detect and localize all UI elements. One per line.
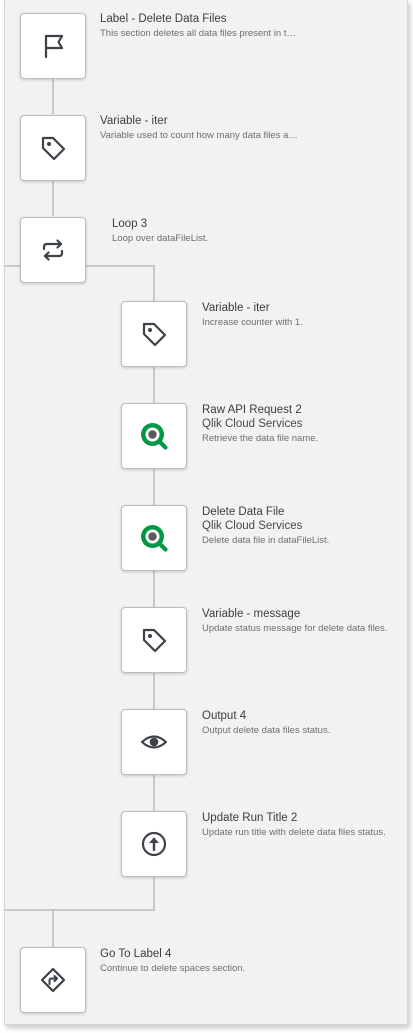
connector-line — [52, 78, 54, 114]
block-title: Variable - iter — [202, 302, 270, 314]
connector-line — [153, 673, 155, 709]
variable-block[interactable] — [121, 607, 187, 673]
label-block[interactable] — [20, 13, 86, 79]
update-run-title-block[interactable] — [121, 811, 187, 877]
block-title: Output 4 — [202, 710, 247, 722]
loop-icon — [38, 235, 68, 265]
block-title: Variable - message — [202, 608, 301, 620]
connector-line — [153, 571, 155, 607]
connector-line — [153, 469, 155, 505]
block-info: Variable - message Update status message… — [202, 607, 402, 635]
connector-line — [153, 877, 155, 911]
block-title: Raw API Request 2 — [202, 404, 302, 416]
block-description: Retrieve the data file name. — [202, 433, 319, 444]
connector-line — [85, 265, 155, 267]
block-info: Label - Delete Data Files This section d… — [100, 12, 300, 40]
connector-line — [153, 367, 155, 403]
connector-line — [153, 775, 155, 811]
goto-icon — [38, 965, 68, 995]
tag-icon — [38, 133, 68, 163]
block-info: Raw API Request 2 Qlik Cloud Services Re… — [202, 403, 402, 445]
block-description: Output delete data files status. — [202, 725, 331, 736]
connector-line — [5, 909, 155, 911]
block-info: Go To Label 4 Continue to delete spaces … — [100, 947, 300, 975]
block-description: This section deletes all data files pres… — [100, 28, 300, 39]
connector-line — [52, 911, 54, 947]
api-request-block[interactable] — [121, 403, 187, 469]
block-description: Update run title with delete data files … — [202, 827, 386, 838]
block-connector: Qlik Cloud Services — [202, 418, 303, 430]
block-title: Loop 3 — [112, 218, 148, 230]
block-info: Delete Data File Qlik Cloud Services Del… — [202, 505, 402, 547]
connector-line — [153, 265, 155, 301]
qlik-icon — [137, 419, 171, 453]
block-info: Loop 3 Loop over dataFileList. — [112, 217, 312, 245]
arrow-up-circle-icon — [139, 829, 169, 859]
delete-data-file-block[interactable] — [121, 505, 187, 571]
tag-icon — [139, 319, 169, 349]
block-info: Update Run Title 2 Update run title with… — [202, 811, 402, 839]
output-block[interactable] — [121, 709, 187, 775]
connector-line — [5, 265, 20, 267]
flag-icon — [38, 31, 68, 61]
variable-block[interactable] — [121, 301, 187, 367]
block-title: Label - Delete Data Files — [100, 13, 227, 25]
block-description: Increase counter with 1. — [202, 317, 303, 328]
block-info: Variable - iter Increase counter with 1. — [202, 301, 402, 329]
block-description: Loop over dataFileList. — [112, 233, 209, 244]
block-description: Update status message for delete data fi… — [202, 623, 388, 634]
block-title: Delete Data File — [202, 506, 285, 518]
eye-icon — [139, 727, 169, 757]
block-title: Update Run Title 2 — [202, 812, 298, 824]
block-description: Delete data file in dataFileList. — [202, 535, 330, 546]
block-description: Variable used to count how many data fil… — [100, 130, 300, 141]
block-title: Variable - iter — [100, 115, 168, 127]
connector-line — [52, 180, 54, 216]
goto-label-block[interactable] — [20, 947, 86, 1013]
tag-icon — [139, 625, 169, 655]
automation-canvas: Label - Delete Data Files This section d… — [4, 0, 408, 1025]
block-title: Go To Label 4 — [100, 948, 172, 960]
qlik-icon — [137, 521, 171, 555]
block-info: Variable - iter Variable used to count h… — [100, 114, 300, 142]
block-description: Continue to delete spaces section. — [100, 963, 246, 974]
block-info: Output 4 Output delete data files status… — [202, 709, 402, 737]
block-connector: Qlik Cloud Services — [202, 520, 303, 532]
variable-block[interactable] — [20, 115, 86, 181]
loop-block[interactable] — [20, 217, 86, 283]
